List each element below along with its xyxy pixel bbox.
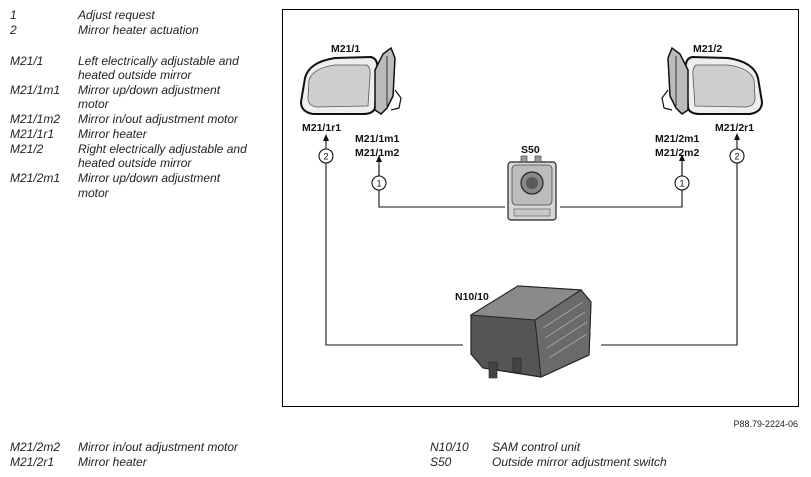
legend-code: 2 [10,23,17,37]
sam-control-unit-icon [469,285,592,379]
marker-text: 2 [734,152,739,162]
marker-adjust-right [674,175,690,191]
marker-heater-right [729,148,745,164]
marker-text: 2 [323,152,328,162]
legend-desc: Mirror heater [78,127,147,141]
legend-desc: Mirror up/down adjustment [78,171,221,185]
left-mirror-icon [299,46,402,115]
legend-code: S50 [430,455,452,469]
diagram-frame: 2 1 1 2 [282,9,799,407]
legend-desc: Mirror in/out adjustment motor [78,112,239,126]
label-left-motor1: M21/1m1 [355,133,400,145]
legend-desc: SAM control unit [492,440,581,454]
legend-code: M21/1 [10,54,44,68]
marker-heater-left [318,148,334,164]
legend-desc: Adjust request [78,8,155,22]
label-switch: S50 [521,144,540,156]
circle-markers: 2 1 1 2 [318,148,745,191]
label-control-unit: N10/10 [455,291,489,303]
legend-desc-cont: heated outside mirror [78,156,192,170]
label-right-motor2: M21/2m2 [655,147,700,159]
legend-code: 1 [10,8,17,22]
wire-right-motor [560,164,683,208]
legend-code: N10/10 [430,440,469,454]
legend-desc: Mirror up/down adjustment [78,83,221,97]
legend-desc: Left electrically adjustable and [78,54,239,68]
marker-text: 1 [376,179,381,189]
arrow-up-icon [734,133,740,140]
legend-code: M21/1r1 [10,127,55,141]
legend-desc: Mirror heater [78,455,147,469]
legend-code: M21/2r1 [10,455,55,469]
legend-code: M21/1m2 [10,112,61,126]
wire-right-heater [601,160,738,346]
legend-code: M21/2m1 [10,171,61,185]
label-left-mirror: M21/1 [331,43,360,55]
wire-left-heater [325,162,463,346]
mirror-switch-icon [507,155,557,221]
figure-reference: P88.79-2224-06 [733,419,798,429]
label-left-motor2: M21/1m2 [355,147,400,159]
legend-desc-cont: heated outside mirror [78,68,192,82]
legend-desc: Mirror heater actuation [78,23,199,37]
arrow-stems [325,140,738,176]
marker-adjust-left [371,175,387,191]
arrow-up-icon [376,155,382,162]
arrow-up-icon [679,154,685,161]
legend-desc-cont: motor [78,97,109,111]
legend-code: M21/2 [10,142,44,156]
legend-desc: Right electrically adjustable and [78,142,247,156]
legend-desc: Outside mirror adjustment switch [492,455,667,469]
marker-text: 1 [679,179,684,189]
arrowheads [323,133,740,162]
arrow-up-icon [323,134,329,141]
legend-desc-cont: motor [78,186,109,200]
right-mirror-icon [661,46,764,115]
legend-code: M21/1m1 [10,83,61,97]
label-right-mirror: M21/2 [693,43,722,55]
label-right-motor1: M21/2m1 [655,133,700,145]
legend-code: M21/2m2 [10,440,61,454]
label-left-heater: M21/1r1 [302,122,341,134]
wiring-diagram: 2 1 1 2 [299,43,764,379]
label-right-heater: M21/2r1 [715,122,754,134]
legend-desc: Mirror in/out adjustment motor [78,440,239,454]
wire-left-motor [378,165,505,208]
